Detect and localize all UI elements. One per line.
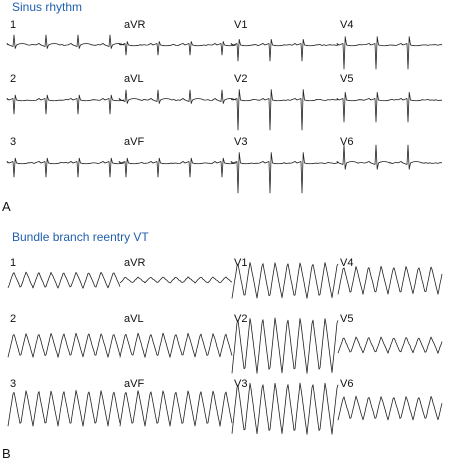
panel-a-lead-label-v5: V5 bbox=[340, 73, 353, 85]
panel-b-lead-label-v5: V5 bbox=[340, 313, 353, 325]
panel-b-lead-label-v1: V1 bbox=[234, 257, 247, 269]
panel-a-trace-avf bbox=[118, 157, 237, 178]
panel-b-lead-label-v6: V6 bbox=[340, 378, 353, 390]
panel-b-trace-v2 bbox=[231, 317, 339, 374]
panel-a-trace-1 bbox=[6, 34, 125, 49]
panel-b-trace-v5 bbox=[337, 336, 443, 354]
panel-b-lead-label-1: 1 bbox=[10, 257, 16, 269]
panel-b-lead-label-v2: V2 bbox=[234, 313, 247, 325]
panel-a-lead-label-v2: V2 bbox=[234, 73, 247, 85]
panel-b-lead-label-2: 2 bbox=[10, 313, 16, 325]
panel-b-trace-avf bbox=[119, 390, 233, 427]
panel-a-trace-avr bbox=[118, 41, 237, 56]
panel-a-trace-v3 bbox=[230, 152, 339, 194]
panel-a-lead-label-avl: aVL bbox=[124, 73, 144, 85]
panel-b-trace-v4 bbox=[337, 265, 443, 295]
panel-b-lead-label-3: 3 bbox=[10, 378, 16, 390]
panel-a-lead-label-v4: V4 bbox=[340, 19, 353, 31]
panel-b-trace-avr bbox=[119, 276, 233, 284]
panel-a-lead-label-avr: aVR bbox=[124, 19, 145, 31]
panel-a-lead-label-1: 1 bbox=[10, 19, 16, 31]
panel-b-trace-1 bbox=[7, 271, 121, 289]
panel-b-trace-avl bbox=[119, 332, 233, 358]
panel-a-lead-label-avf: aVF bbox=[124, 136, 144, 148]
panel-a-trace-3 bbox=[6, 157, 125, 178]
panel-b-lead-label-avf: aVF bbox=[124, 378, 144, 390]
panel-b-trace-3 bbox=[7, 390, 121, 427]
panel-a-trace-v1 bbox=[230, 39, 339, 62]
panel-a-trace-2 bbox=[6, 94, 125, 115]
panel-a-trace-v2 bbox=[230, 89, 339, 131]
panel-b-lead-label-v4: V4 bbox=[340, 257, 353, 269]
panel-a-lead-label-v6: V6 bbox=[340, 136, 353, 148]
panel-a-lead-label-v3: V3 bbox=[234, 136, 247, 148]
panel-b-trace-2 bbox=[7, 332, 121, 358]
panel-b-trace-v3 bbox=[231, 382, 339, 435]
panel-a-letter: A bbox=[2, 199, 11, 214]
panel-a-trace-avl bbox=[118, 89, 237, 104]
panel-a-trace-v5 bbox=[336, 91, 443, 123]
panel-b-lead-label-v3: V3 bbox=[234, 378, 247, 390]
panel-b-title: Bundle branch reentry VT bbox=[12, 230, 149, 244]
panel-a-lead-label-v1: V1 bbox=[234, 19, 247, 31]
panel-a-lead-label-3: 3 bbox=[10, 136, 16, 148]
panel-a-lead-label-2: 2 bbox=[10, 73, 16, 85]
panel-b-lead-label-avr: aVR bbox=[124, 257, 145, 269]
panel-b-trace-v6 bbox=[337, 395, 443, 421]
panel-a-title: Sinus rhythm bbox=[12, 0, 83, 14]
panel-b-lead-label-avl: aVL bbox=[124, 313, 144, 325]
panel-b-trace-v1 bbox=[231, 262, 339, 299]
panel-a-trace-v6 bbox=[336, 144, 443, 170]
panel-b-letter: B bbox=[2, 446, 11, 461]
panel-a-trace-v4 bbox=[336, 36, 443, 70]
